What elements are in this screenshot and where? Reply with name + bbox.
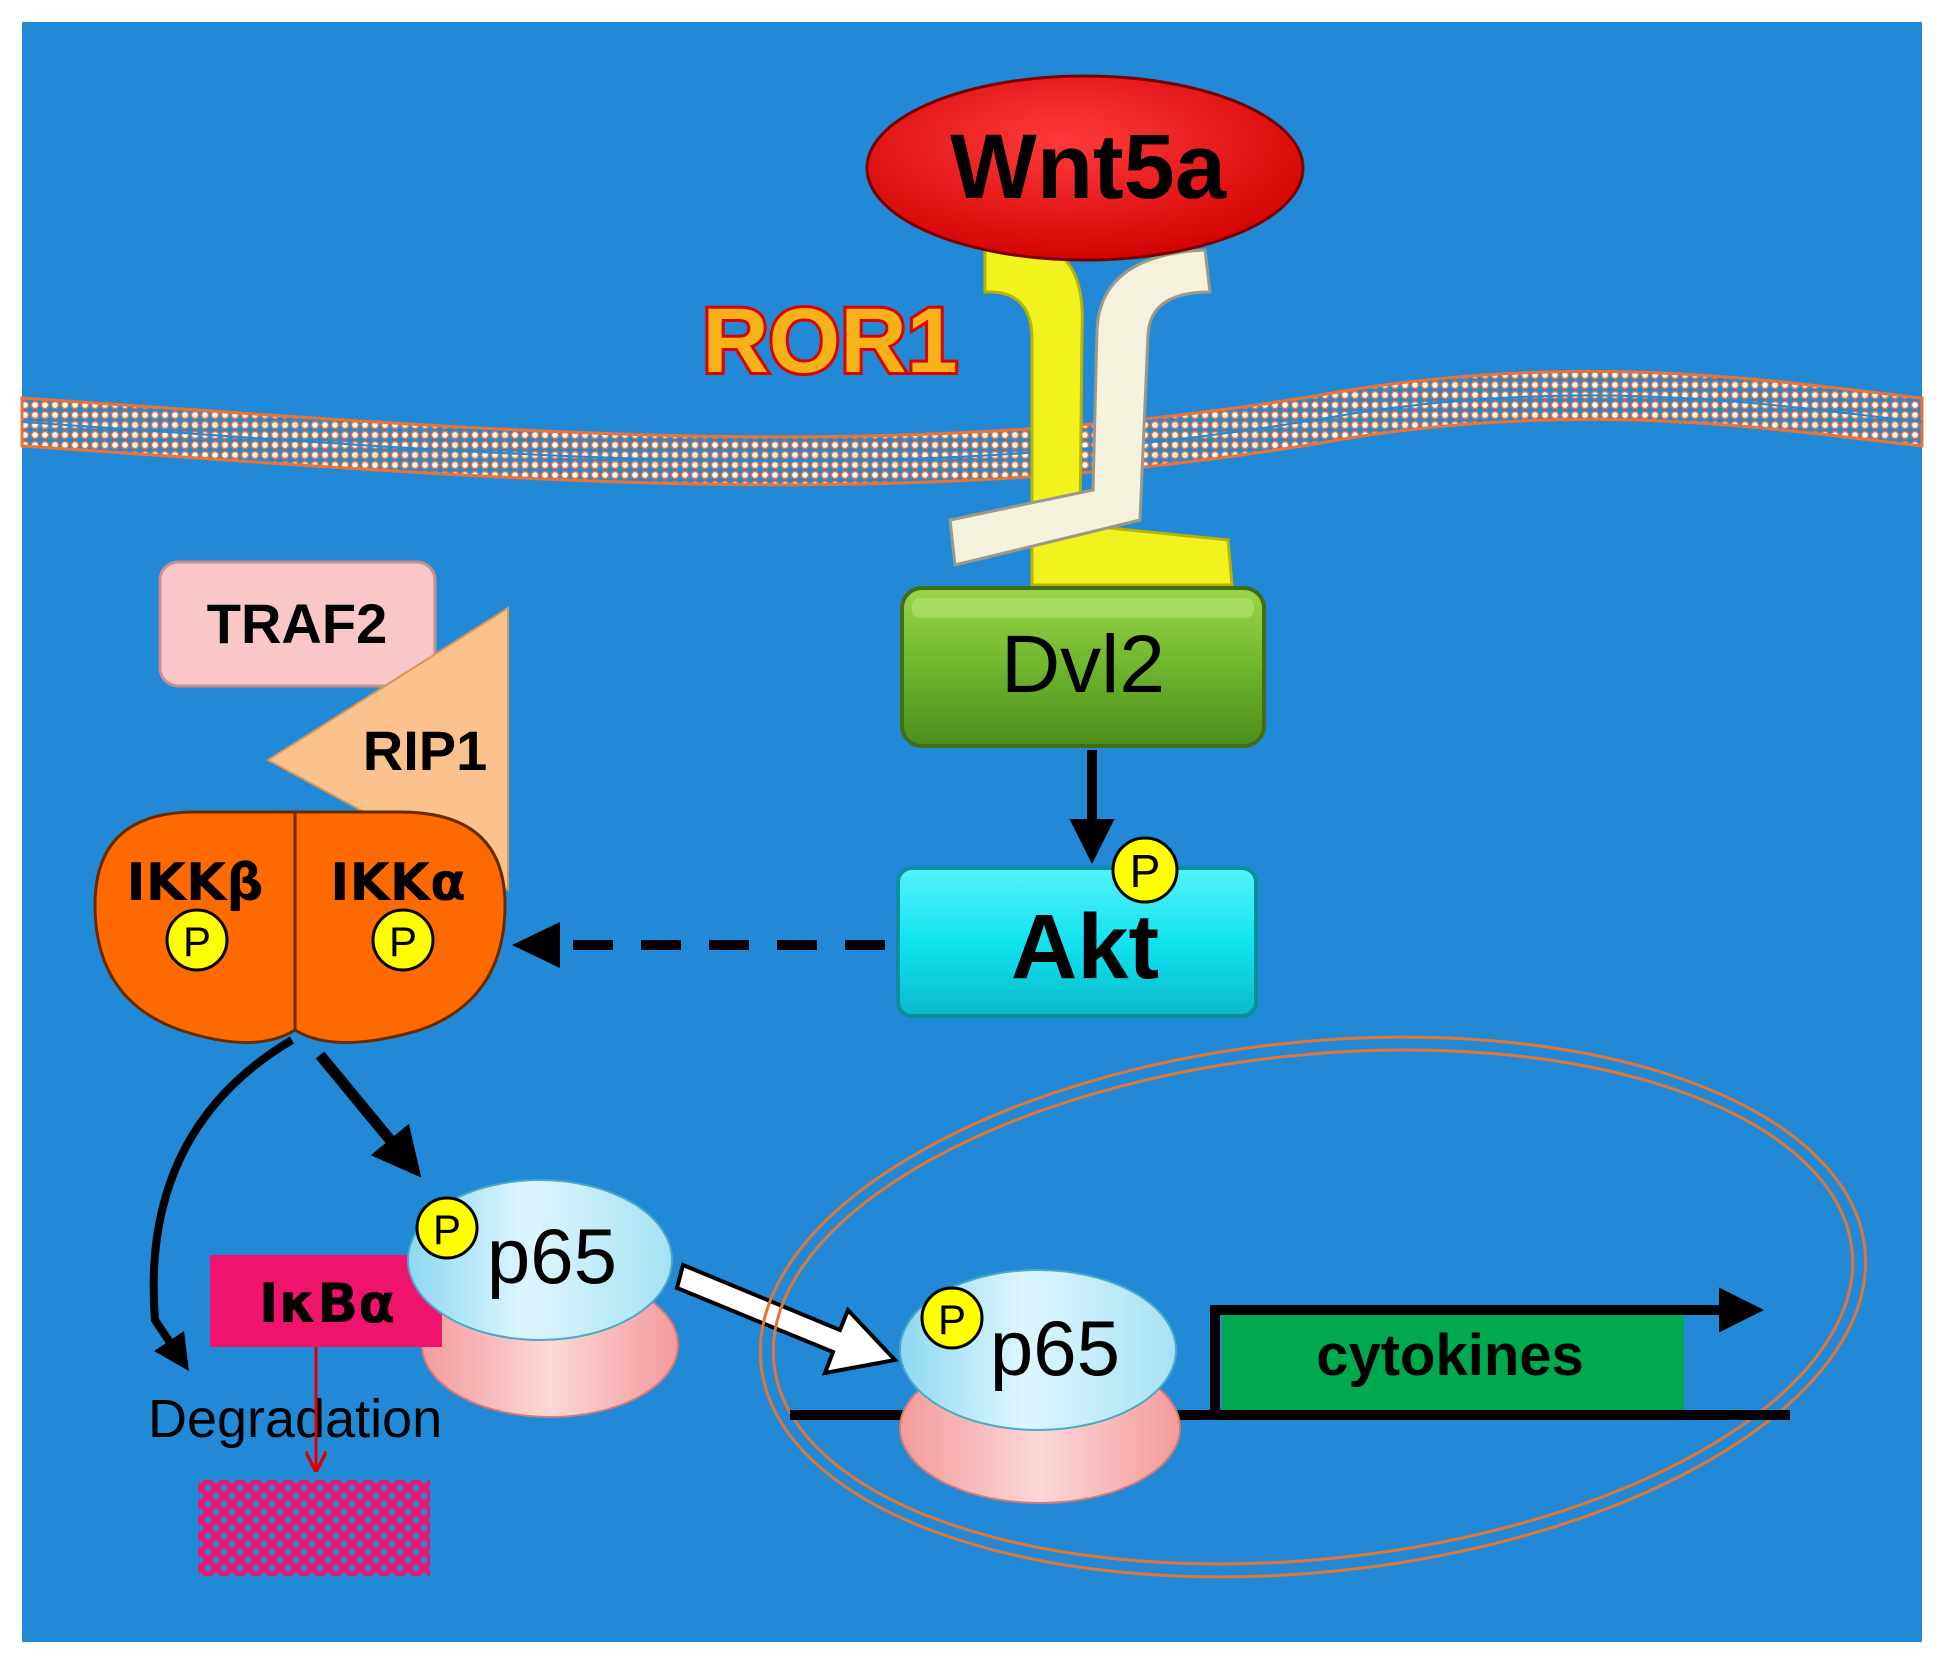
dvl2-label: Dvl2 — [1001, 619, 1165, 710]
svg-text:P: P — [389, 918, 417, 965]
cytokines-gene-box — [1222, 1310, 1684, 1410]
cytokines-label: cytokines — [1316, 1323, 1584, 1388]
degraded-ikba-block — [198, 1480, 430, 1576]
ikba-label: IκBα — [259, 1272, 396, 1335]
dvl2-box — [900, 586, 1266, 748]
transcription-arrow — [1210, 1287, 1764, 1415]
nucleus — [758, 1035, 1868, 1579]
traf2-box — [158, 560, 437, 688]
ikk-beta-label: IKKβ — [126, 853, 263, 913]
svg-text:P: P — [1130, 845, 1161, 897]
akt-phospho-badge: P — [1111, 836, 1179, 904]
ikk-to-degradation-arrow — [149, 1036, 295, 1371]
p65-nucleus-phospho-badge: P — [920, 1286, 984, 1350]
akt-to-ikk-arrowhead — [512, 922, 560, 968]
ikk-to-p65-arrow — [315, 1051, 422, 1178]
ror1-receptor — [948, 246, 1234, 587]
svg-text:P: P — [938, 1296, 966, 1343]
ror1-label: ROR1 — [702, 290, 958, 392]
ikk-alpha-label: IKKα — [330, 853, 466, 913]
p65-cytoplasm-label: p65 — [487, 1212, 617, 1300]
p65-translocation-arrow — [674, 1262, 899, 1376]
p65-cytoplasm-phospho-badge: P — [415, 1196, 479, 1260]
akt-box — [896, 866, 1258, 1018]
wnt5a-label: Wnt5a — [950, 116, 1227, 218]
ikk-complex — [93, 810, 507, 1044]
svg-text:P: P — [433, 1206, 461, 1253]
cell-membrane — [20, 369, 1924, 487]
ror1-chain-white — [948, 248, 1212, 567]
wnt5a-ligand — [865, 74, 1305, 262]
ikk-beta-phospho-badge: P — [165, 908, 229, 972]
degradation-label: Degradation — [148, 1389, 442, 1449]
ikk-alpha-phospho-badge: P — [371, 908, 435, 972]
ikba-box — [210, 1255, 442, 1347]
svg-text:P: P — [183, 918, 211, 965]
rip1-label: RIP1 — [363, 719, 488, 782]
p65-nucleus-label: p65 — [990, 1304, 1120, 1392]
traf2-label: TRAF2 — [207, 592, 387, 655]
akt-label: Akt — [1011, 896, 1159, 998]
